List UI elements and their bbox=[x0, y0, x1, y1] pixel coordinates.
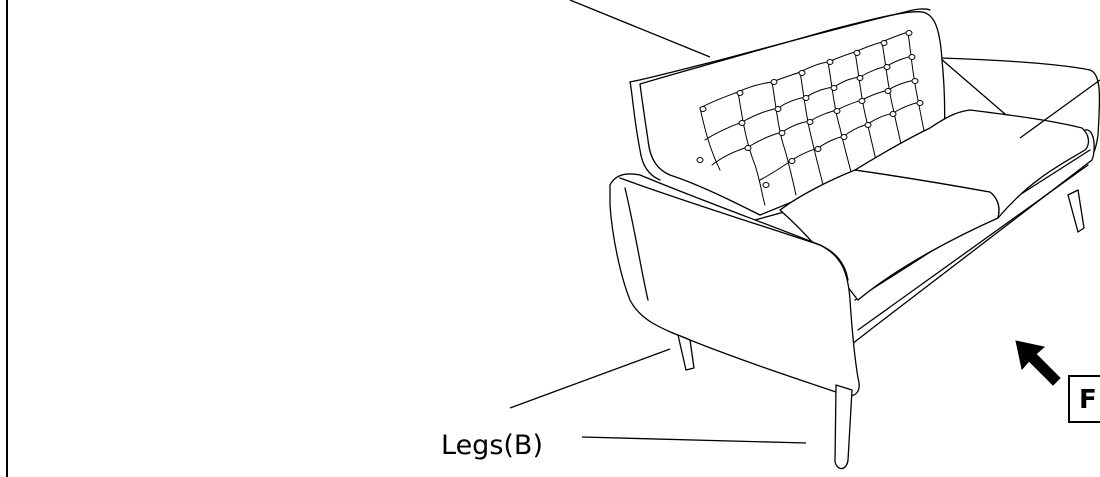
leader-leg-front-left bbox=[509, 348, 671, 409]
left-armrest bbox=[609, 173, 860, 397]
arrow-up-left-icon bbox=[1015, 340, 1061, 386]
leg-front-right bbox=[834, 384, 853, 470]
tufting-buttons bbox=[696, 30, 924, 188]
leader-backrest bbox=[569, 0, 711, 58]
legs-label: Legs(B) bbox=[441, 430, 543, 461]
backrest-top-edge bbox=[629, 81, 661, 181]
front-view-letter: F bbox=[1079, 385, 1097, 415]
leg-front-left bbox=[677, 334, 695, 371]
backrest-outer-frame bbox=[629, 8, 931, 83]
sofa-drawing bbox=[609, 8, 1100, 470]
left-armrest-inner bbox=[619, 177, 849, 281]
leader-seat bbox=[1019, 79, 1100, 139]
seat-cushion-right bbox=[854, 109, 1090, 219]
leg-back-right bbox=[1067, 189, 1085, 233]
leader-lines bbox=[509, 0, 1100, 444]
left-armrest-front-edge bbox=[624, 187, 649, 301]
front-view-box: F bbox=[1068, 375, 1100, 423]
leader-leg-front-right bbox=[581, 436, 807, 444]
